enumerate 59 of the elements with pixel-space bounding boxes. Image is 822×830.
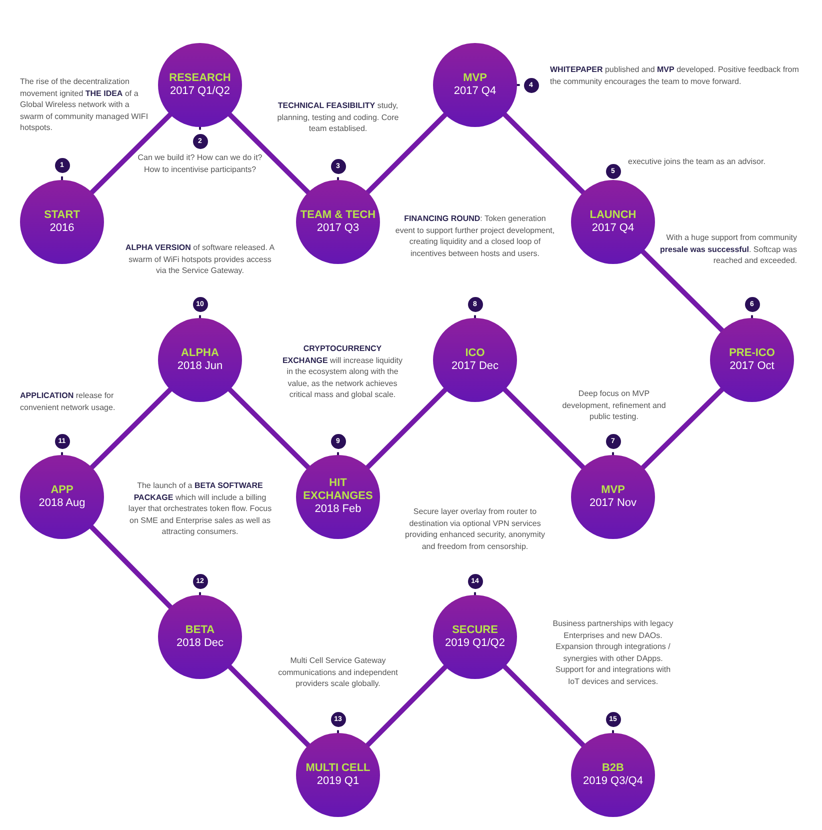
connector-line: [502, 112, 586, 195]
connector-line: [89, 112, 173, 195]
milestone-title: LAUNCH: [590, 208, 636, 222]
milestone-description: The launch of a BETA SOFTWARE PACKAGE which will include a billing layer that orchestrates token flow. Focus on SME and Enterprise sales as well as attracting consumers.: [128, 480, 272, 538]
milestone-title: MVP: [463, 72, 487, 84]
milestone-title: ICO: [465, 346, 485, 360]
milestone-description: executive joins the team as an advisor.: [628, 156, 766, 168]
connector-line: [502, 387, 586, 470]
milestone-date: 2018 Jun: [177, 359, 223, 374]
milestone-date: 2018 Feb: [314, 502, 362, 517]
milestone-description: Secure layer overlay from router to destination via optional VPN services providing enhanced security, anonymity and freedom from censorship.: [404, 506, 546, 552]
milestone-description: With a huge support from community presale was successful. Softcap was reached and exceeded.: [659, 232, 797, 267]
milestone-description: FINANCING ROUND: Token generation event to support further project development, creating liquidity and a closed loop of incentives between hosts and users.: [395, 213, 555, 260]
milestone-description: Can we build it? How can we do it? How to incentivise participants?: [136, 152, 264, 176]
milestone-title: START: [44, 208, 80, 222]
milestone-date: 2017 Nov: [589, 496, 637, 510]
connector-line: [365, 112, 448, 195]
milestone-description: ALPHA VERSION of software released. A swarm of WiFi hotspots provides access via the Service Gateway.: [125, 242, 275, 277]
milestone-date: 2018 Aug: [38, 496, 86, 510]
milestone-date: 2016: [50, 221, 74, 236]
milestone-description: WHITEPAPER published and MVP developed. Positive feedback from the community encourages the team to move forward.: [550, 64, 800, 88]
milestone-title: B2B: [602, 762, 624, 774]
milestone-description: Business partnerships with legacy Enterprises and new DAOs. Expansion through integrations / synergies with other DApps. Support for and integrations with IoT devices and services.: [552, 618, 674, 688]
milestone-title: APP: [50, 484, 74, 496]
milestone-description: The rise of the decentralization movement ignited THE IDEA of a Global Wireless network with a swarm of community managed WIFI hotspots.: [20, 76, 150, 134]
milestone-description: Deep focus on MVP development, refinement and public testing.: [561, 388, 667, 423]
milestone-title: MVP: [601, 484, 625, 496]
milestone-date: 2017 Dec: [451, 359, 499, 374]
milestone-description: CRYPTOCURRENCY EXCHANGE will increase liquidity in the ecosystem along with the value, as the network achieves critical mass and global scale.: [281, 343, 404, 401]
milestone-title: HIT EXCHANGES: [302, 477, 374, 502]
connector-line: [89, 524, 173, 610]
milestone-date: 2017 Q4: [592, 221, 634, 236]
milestone-date: 2017 Q3: [316, 221, 360, 236]
connector-line: [227, 387, 311, 470]
milestone-title: SECURE: [452, 624, 498, 636]
milestone-date: 2017 Oct: [730, 359, 774, 374]
milestone-title: BETA: [185, 624, 215, 636]
milestone-description: Multi Cell Service Gateway communications and independent providers scale globally.: [277, 655, 399, 690]
connector-line: [640, 249, 725, 333]
connector-line: [227, 664, 311, 748]
milestone-title: MULTI CELL: [306, 762, 370, 774]
milestone-title: RESEARCH: [169, 72, 231, 84]
milestone-description: APPLICATION release for convenient network usage.: [20, 390, 116, 414]
connector-line: [365, 664, 448, 748]
connector-line: [227, 112, 311, 195]
connector-line: [89, 387, 173, 470]
milestone-date: 2019 Q1/Q2: [445, 636, 505, 650]
connector-line: [502, 664, 586, 748]
milestone-title: PRE-ICO: [729, 346, 775, 360]
milestone-description: TECHNICAL FEASIBILITY study, planning, testing and coding. Core team establised.: [276, 100, 400, 135]
milestone-date: 2017 Q4: [454, 84, 496, 98]
milestone-date: 2019 Q3/Q4: [583, 774, 643, 788]
milestone-date: 2019 Q1: [316, 774, 360, 788]
connector-line: [640, 387, 725, 470]
connector-line: [365, 387, 448, 470]
milestone-title: TEAM & TECH: [300, 208, 376, 222]
milestone-title: ALPHA: [181, 346, 219, 360]
milestone-date: 2017 Q1/Q2: [170, 84, 230, 98]
milestone-date: 2018 Dec: [176, 636, 224, 650]
